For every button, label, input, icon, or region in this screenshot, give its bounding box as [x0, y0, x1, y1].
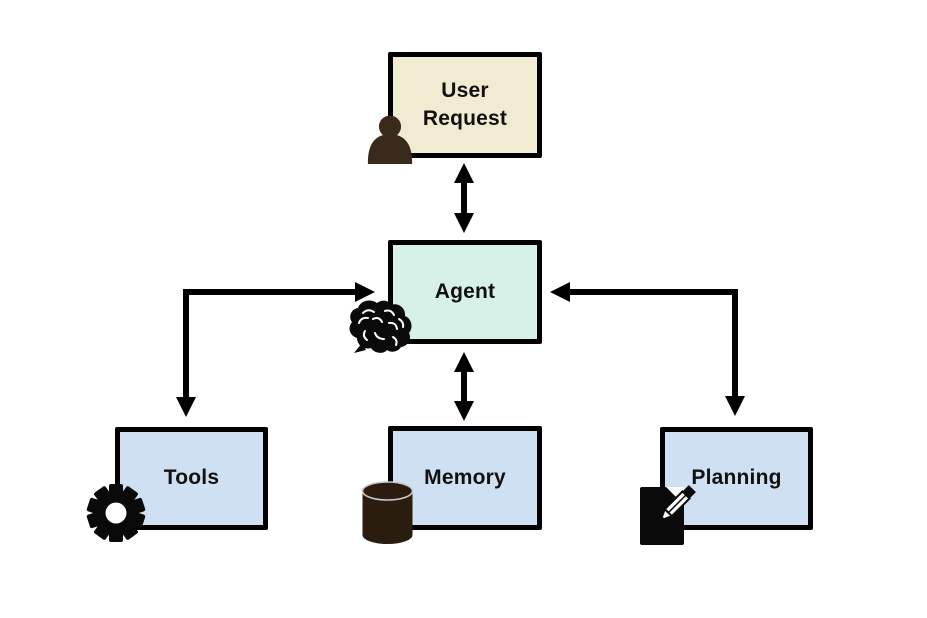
edge-agent-tools [176, 282, 375, 417]
edge-user-request-agent [454, 163, 474, 233]
node-tools: Tools [115, 427, 268, 530]
edge-agent-memory [454, 352, 474, 421]
node-agent: Agent [388, 240, 542, 344]
gear-icon [86, 484, 146, 542]
node-memory-label: Memory [424, 465, 506, 489]
node-agent-label: Agent [434, 279, 496, 303]
brain-icon [349, 300, 412, 353]
node-user-request-label: User Request [422, 78, 508, 130]
document-pencil-icon [640, 485, 696, 545]
person-icon [367, 115, 413, 164]
node-planning-label: Planning [691, 466, 782, 490]
node-memory: Memory [388, 426, 542, 530]
database-icon [361, 481, 414, 544]
edge-agent-planning [550, 282, 745, 416]
node-tools-label: Tools [163, 466, 220, 490]
node-planning: Planning [660, 427, 813, 530]
node-user-request: User Request [388, 52, 542, 158]
